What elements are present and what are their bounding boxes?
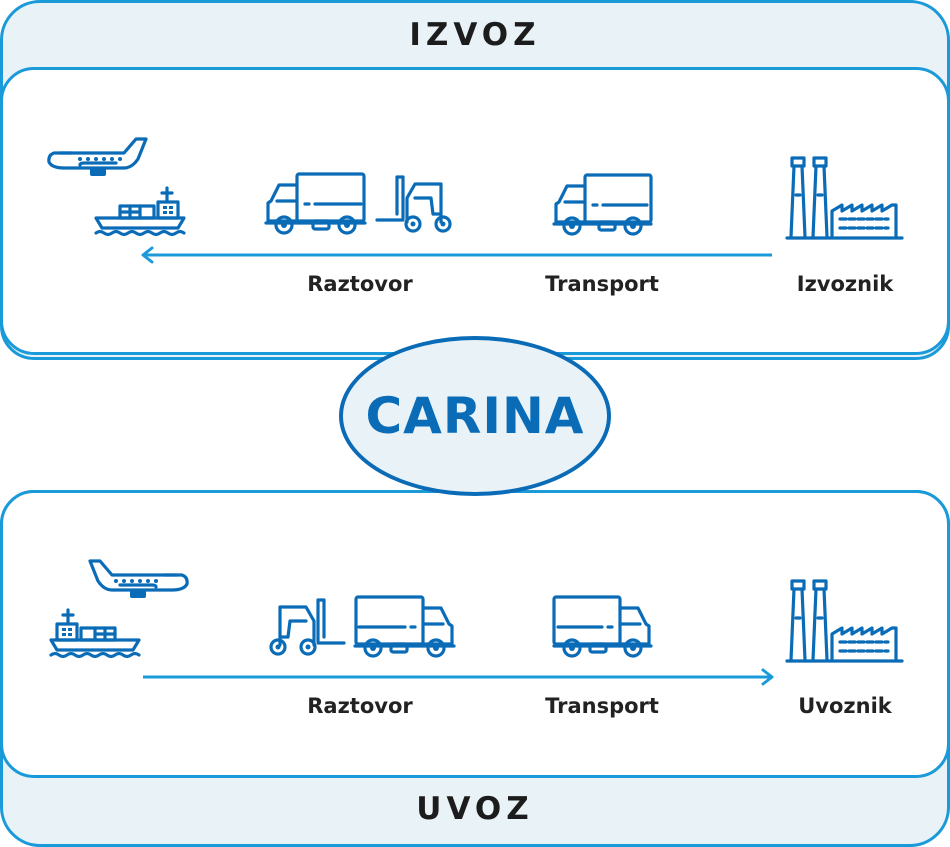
import-title: UVOZ — [416, 791, 534, 827]
export-step-label-raztovor: Raztovor — [307, 272, 413, 296]
factory-icon — [785, 155, 904, 241]
customs-ellipse: CARINA — [339, 336, 611, 496]
cargo-ship-icon — [46, 606, 141, 659]
export-step-label-izvoznik: Izvoznik — [796, 272, 894, 296]
airplane-icon — [46, 135, 150, 183]
truck-icon — [552, 594, 653, 658]
import-step-label-raztovor: Raztovor — [307, 694, 413, 718]
forklift-icon — [375, 174, 455, 236]
import-step-label-uvoznik: Uvoznik — [798, 694, 892, 718]
truck-icon — [552, 172, 653, 236]
import-flow-arrow — [141, 668, 777, 690]
import-step-label-transport: Transport — [545, 694, 659, 718]
truck-icon — [353, 594, 456, 658]
customs-label: CARINA — [365, 387, 585, 445]
export-step-label-transport: Transport — [545, 272, 659, 296]
cargo-ship-icon — [94, 184, 189, 237]
forklift-icon — [266, 597, 346, 659]
export-flow-arrow — [138, 246, 774, 268]
airplane-icon — [86, 557, 190, 605]
export-title: IZVOZ — [409, 17, 541, 53]
factory-icon — [785, 578, 904, 664]
truck-icon — [264, 171, 367, 235]
